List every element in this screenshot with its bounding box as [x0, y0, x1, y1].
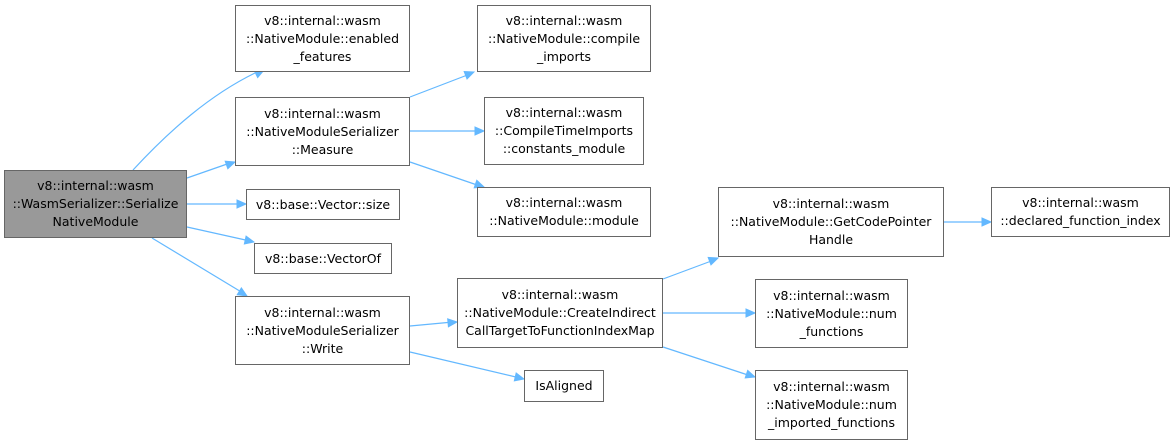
node-compile-imports[interactable]: v8::internal::wasm::NativeModule::compil… — [477, 5, 651, 72]
edge-write-to-is-aligned — [409, 351, 521, 379]
arrowhead-measure-to-constants-module — [474, 126, 486, 136]
node-label-line: v8::internal::wasm — [773, 379, 890, 394]
node-label-line: v8::internal::wasm — [505, 12, 623, 28]
edge-measure-to-module — [409, 161, 481, 187]
node-native-module-module[interactable]: v8::internal::wasm::NativeModule::module — [477, 187, 651, 237]
edge-root-to-vector-of — [186, 226, 251, 242]
node-declared-function-index[interactable]: v8::internal::wasm::declared_function_in… — [991, 187, 1170, 237]
node-native-module-serializer-write[interactable]: v8::internal::wasm::NativeModuleSerializ… — [235, 296, 410, 365]
node-label-line: CallTargetToFunctionIndexMap — [465, 323, 655, 338]
edge-create-map-to-get-code-pointer — [662, 259, 715, 280]
node-label-line: ::declared_function_index — [1000, 213, 1161, 228]
edge-create-map-to-num-imported — [662, 346, 752, 377]
node-label-line: IsAligned — [535, 378, 593, 393]
node-constants-module[interactable]: v8::internal::wasm::CompileTimeImports::… — [484, 97, 644, 165]
arrowhead-root-to-write — [236, 287, 249, 297]
node-is-aligned[interactable]: IsAligned — [524, 370, 604, 402]
node-label-line: ::NativeModule::enabled — [245, 30, 400, 46]
node-label-line: v8::internal::wasm — [264, 304, 381, 320]
node-label-line: ::NativeModule::compile — [487, 30, 641, 46]
node-label-line: ::constants_module — [502, 141, 626, 156]
node-label-line: ::NativeModule::module — [489, 213, 639, 228]
node-label-line: ::CompileTimeImports — [494, 123, 634, 138]
node-label-line: _imported_functions — [768, 415, 895, 430]
edge-write-to-create-map — [409, 321, 454, 327]
node-label-line: v8::internal::wasm — [37, 178, 154, 193]
node-create-indirect-call-target-map[interactable]: v8::internal::wasm::NativeModule::Create… — [457, 278, 663, 348]
node-label-line: v8::internal::wasm — [772, 196, 890, 211]
node-label-line: _functions — [799, 323, 864, 339]
edge-measure-to-compile-imports — [409, 73, 471, 98]
arrowhead-get-code-pointer-to-declared-index — [981, 217, 993, 227]
node-vector-of[interactable]: v8::base::VectorOf — [254, 243, 392, 274]
arrowhead-write-to-create-map — [447, 318, 459, 328]
node-label-line: ::NativeModule::GetCodePointer — [730, 214, 932, 229]
arrowhead-create-map-to-get-code-pointer — [707, 256, 720, 266]
arrowhead-write-to-is-aligned — [513, 372, 526, 382]
node-vector-size[interactable]: v8::base::Vector::size — [246, 189, 400, 220]
node-num-imported-functions[interactable]: v8::internal::wasm::NativeModule::num_im… — [755, 370, 908, 440]
node-label-line: v8::base::VectorOf — [264, 250, 382, 266]
node-label-line: ::NativeModule::CreateIndirect — [464, 305, 656, 320]
node-label-line: v8::internal::wasm — [505, 195, 623, 210]
edge-root-to-write — [151, 237, 244, 294]
node-label-line: v8::internal::wasm — [264, 105, 381, 121]
node-label-line: v8::base::Vector::size — [255, 196, 391, 212]
arrowhead-root-to-measure — [224, 160, 237, 170]
node-label-line: v8::internal::wasm — [264, 12, 381, 28]
node-native-module-serializer-measure[interactable]: v8::internal::wasm::NativeModuleSerializ… — [235, 97, 410, 166]
node-get-code-pointer-handle[interactable]: v8::internal::wasm::NativeModule::GetCod… — [718, 187, 944, 257]
arrowhead-root-to-vector-of — [243, 235, 256, 245]
node-label-line: ::Measure — [291, 141, 354, 157]
node-label-line: Handle — [808, 232, 854, 247]
node-enabled-features[interactable]: v8::internal::wasm::NativeModule::enable… — [235, 5, 410, 72]
node-label-line: v8::internal::wasm — [773, 287, 890, 303]
edge-root-to-measure — [186, 162, 231, 179]
node-label-line: _imports — [536, 48, 592, 64]
node-label-line: v8::internal::wasm — [1022, 195, 1139, 210]
node-label-line: v8::internal::wasm — [501, 287, 619, 302]
arrowhead-create-map-to-num-imported — [744, 369, 757, 379]
node-label-line: NativeModule — [52, 214, 139, 229]
node-label-line: _features — [293, 48, 352, 64]
node-label-line: ::NativeModule::num — [766, 305, 897, 321]
node-label-line: ::Write — [301, 340, 344, 356]
node-label-line: ::WasmSerializer::Serialize — [12, 196, 179, 211]
node-serialize-native-module[interactable]: v8::internal::wasm::WasmSerializer::Seri… — [4, 170, 187, 238]
node-label-line: v8::internal::wasm — [505, 105, 623, 120]
arrowhead-root-to-vector-size — [236, 199, 248, 209]
node-num-functions[interactable]: v8::internal::wasm::NativeModule::num_fu… — [755, 279, 908, 348]
node-label-line: ::NativeModule::num — [766, 397, 897, 412]
node-label-line: ::NativeModuleSerializer — [246, 123, 399, 139]
arrowhead-create-map-to-num-functions — [745, 308, 757, 318]
edge-root-to-enabled-features — [132, 72, 256, 171]
node-label-line: ::NativeModuleSerializer — [246, 322, 399, 338]
arrowhead-measure-to-compile-imports — [463, 70, 476, 80]
